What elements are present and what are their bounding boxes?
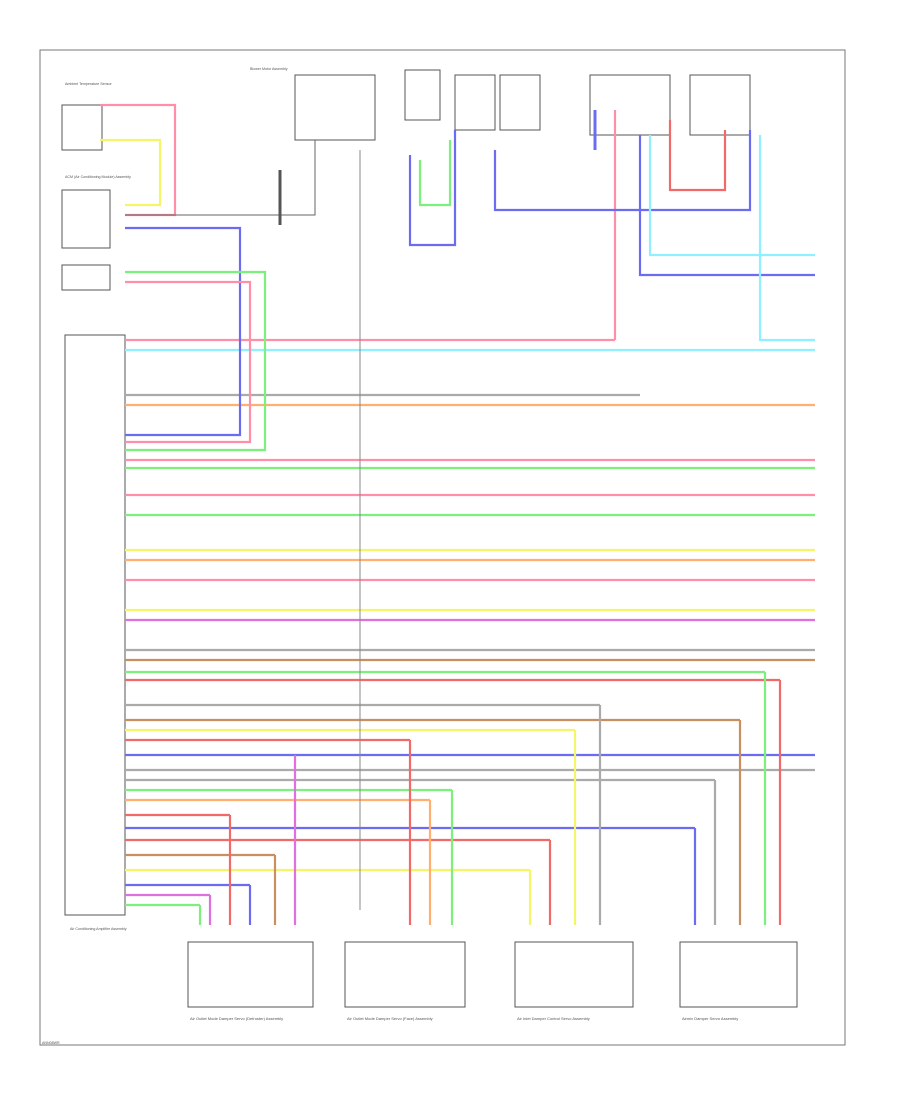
wire-loop-red bbox=[668, 120, 727, 192]
junction-right-2 bbox=[689, 74, 751, 136]
wire-grille-blu bbox=[125, 226, 242, 437]
diagram-frame bbox=[39, 49, 846, 1046]
wire-fuse-grn bbox=[418, 140, 452, 207]
relay-box bbox=[61, 264, 111, 291]
grille-label: ACM (Air Conditioning Module) Assembly bbox=[65, 175, 131, 179]
wire-sensor-pink bbox=[100, 103, 177, 217]
diagram-code: ANN08WR bbox=[42, 1041, 60, 1045]
wire-junction-blu bbox=[493, 130, 752, 212]
junction-right bbox=[589, 74, 671, 136]
servo-d-label: Airmix Damper Servo Assembly bbox=[682, 1016, 738, 1021]
wire-sensor-yel bbox=[100, 138, 162, 207]
servo-d-box bbox=[679, 941, 798, 1008]
sensor-box bbox=[61, 104, 103, 151]
ecu-label: Air Conditioning Amplifier Assembly bbox=[70, 927, 127, 931]
wire-right-cyan bbox=[648, 135, 815, 257]
fuse-box-2 bbox=[499, 74, 541, 131]
wire-group bbox=[100, 103, 815, 925]
servo-b-box bbox=[344, 941, 466, 1008]
wire-right-blu bbox=[638, 135, 815, 277]
servo-a-box bbox=[187, 941, 314, 1008]
blower-box bbox=[404, 69, 441, 121]
grille-box bbox=[61, 189, 111, 249]
fuse-box-1 bbox=[454, 74, 496, 131]
servo-b-label: Air Outlet Mode Damper Servo (Face) Asse… bbox=[347, 1016, 433, 1021]
servo-c-box bbox=[514, 941, 634, 1008]
wire-right-cyan-2 bbox=[758, 135, 815, 342]
wire-relay-grn bbox=[125, 270, 267, 452]
servo-a-label: Air Outlet Mode Damper Servo (Defroster)… bbox=[190, 1016, 283, 1021]
wire-blower-blu bbox=[408, 130, 457, 247]
wire-relay-pink bbox=[125, 280, 252, 444]
relay-top bbox=[294, 74, 376, 141]
ecu-box bbox=[64, 334, 126, 916]
servo-c-label: Air Inlet Damper Control Servo Assembly bbox=[517, 1016, 590, 1021]
blower-label: Blower Motor Assembly bbox=[250, 67, 288, 71]
wire-relay-feed bbox=[125, 140, 316, 216]
sensor-label: Ambient Temperature Sensor bbox=[65, 82, 112, 86]
